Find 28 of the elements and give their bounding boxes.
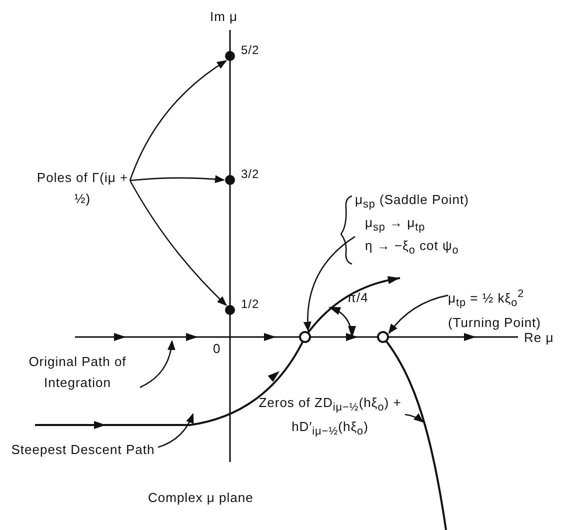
saddle-point-marker bbox=[299, 331, 311, 343]
callout-text: μ$_{sp}$ → μ$_{tp}$ bbox=[365, 214, 426, 236]
turning-point-marker bbox=[377, 331, 389, 343]
axis-label: Im μ bbox=[210, 8, 238, 26]
pole-dot bbox=[225, 305, 235, 315]
leader-line bbox=[158, 413, 194, 448]
leader-line bbox=[404, 413, 424, 423]
arrow bbox=[129, 60, 228, 181]
callout-text: (Turning Point) bbox=[448, 314, 541, 332]
leader-line bbox=[140, 340, 176, 388]
pole-dot bbox=[225, 175, 235, 185]
callout-text: μ$_{sp}$ (Saddle Point) bbox=[355, 191, 469, 213]
callout-text: Steepest Descent Path bbox=[8, 440, 158, 461]
pole-value: 3/2 bbox=[241, 166, 260, 182]
callout-text: η → −ξ$_{o}$ cot ψ$_{o}$ bbox=[365, 236, 459, 258]
callout-text: Original Path of Integration bbox=[15, 352, 140, 394]
pole-dot bbox=[225, 51, 235, 61]
callout-text: Zeros of ZD$_{iμ−½}$(hξ$_{o}$) + hD′$_{iμ−½}$(hξ$_{o}$) bbox=[255, 393, 405, 441]
plane-caption: Complex μ plane bbox=[148, 489, 254, 507]
callout-text: Poles of Γ(iμ + ½) bbox=[35, 168, 130, 210]
arrow bbox=[304, 236, 356, 332]
pole-value: 5/2 bbox=[241, 42, 260, 58]
arrow bbox=[388, 294, 448, 334]
origin-label: 0 bbox=[213, 340, 221, 358]
pole-value: 1/2 bbox=[241, 296, 260, 312]
arrow bbox=[129, 180, 228, 306]
axis-label: Re μ bbox=[524, 330, 554, 347]
arrow bbox=[130, 175, 225, 184]
